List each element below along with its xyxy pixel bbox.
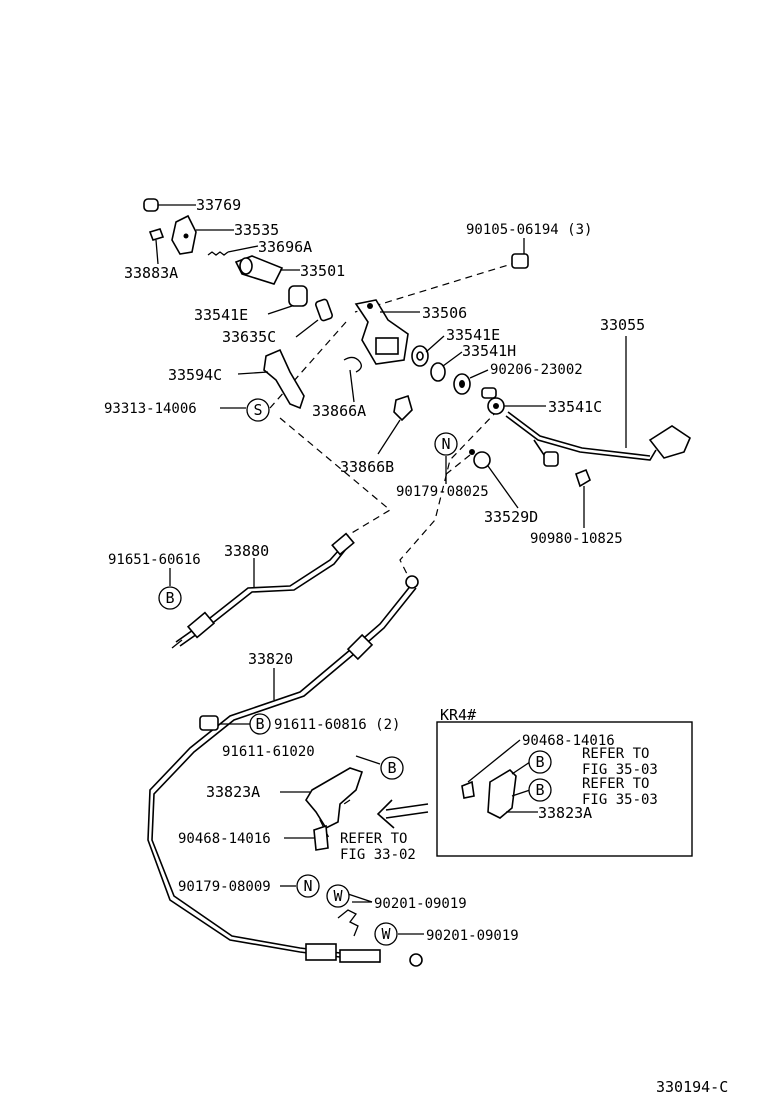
label-91651-60616: 91651-60616 bbox=[108, 552, 201, 568]
label-90179-08025: 90179-08025 bbox=[396, 484, 489, 500]
part-33883A-drawing bbox=[148, 228, 165, 265]
part-33866A-drawing bbox=[343, 356, 362, 403]
symbol-N-2: N bbox=[296, 874, 320, 898]
label-90980-10825: 90980-10825 bbox=[530, 531, 623, 547]
part-90201-drawing bbox=[337, 901, 372, 937]
part-90179-08025-drawing bbox=[469, 449, 475, 455]
label-33866B: 33866B bbox=[340, 458, 394, 476]
part-33594C-drawing bbox=[237, 348, 305, 410]
symbol-W-2: W bbox=[374, 922, 398, 946]
part-33823A-drawing bbox=[280, 767, 364, 830]
label-91611-60816: 91611-60816 (2) bbox=[274, 717, 400, 733]
part-33541E-2-drawing bbox=[411, 335, 445, 367]
label-33866A: 33866A bbox=[312, 402, 366, 420]
symbol-B-inset-1-label: B bbox=[535, 753, 544, 771]
inset-label-90468-14016: 90468-14016 bbox=[522, 733, 615, 749]
label-33594C: 33594C bbox=[168, 366, 222, 384]
symbol-W-1: W bbox=[326, 884, 350, 908]
inset-kr4 bbox=[436, 721, 693, 857]
symbol-S: S bbox=[246, 398, 270, 422]
symbol-B-2-label: B bbox=[255, 715, 264, 733]
symbol-N-1-label: N bbox=[441, 435, 450, 453]
symbol-B-inset-1: B bbox=[528, 750, 552, 774]
inset-refer-to-1: REFER TO bbox=[582, 746, 649, 762]
part-33541H-drawing bbox=[430, 351, 463, 382]
symbol-S-label: S bbox=[253, 401, 262, 419]
part-33529D-drawing bbox=[473, 451, 519, 509]
symbol-B-3-label: B bbox=[387, 759, 396, 777]
label-33696A: 33696A bbox=[258, 238, 312, 256]
label-90201-09019-a: 90201-09019 bbox=[374, 896, 467, 912]
label-33501: 33501 bbox=[300, 262, 345, 280]
label-33535: 33535 bbox=[234, 221, 279, 239]
symbol-N-1: N bbox=[434, 432, 458, 456]
inset-fig-35-03-1: FIG 35-03 bbox=[582, 762, 658, 778]
label-33823A: 33823A bbox=[206, 783, 260, 801]
fig-33-02-label: FIG 33-02 bbox=[340, 847, 416, 863]
symbol-B-3: B bbox=[380, 756, 404, 780]
refer-to-label: REFER TO bbox=[340, 831, 407, 847]
part-90980-drawing bbox=[575, 468, 591, 528]
label-91611-61020: 91611-61020 bbox=[222, 744, 315, 760]
label-33541H: 33541H bbox=[462, 342, 516, 360]
label-90468-14016: 90468-14016 bbox=[178, 831, 271, 847]
label-90201-09019-b: 90201-09019 bbox=[426, 928, 519, 944]
symbol-N-2-label: N bbox=[303, 877, 312, 895]
part-33696A-drawing bbox=[207, 245, 259, 256]
inset-label-33823A: 33823A bbox=[538, 804, 592, 822]
part-90105-drawing bbox=[511, 238, 529, 269]
label-93313-14006: 93313-14006 bbox=[104, 401, 197, 417]
leader-90201-a bbox=[347, 893, 373, 903]
part-90206-drawing bbox=[453, 369, 489, 395]
part-33535-drawing bbox=[171, 214, 234, 255]
label-33506: 33506 bbox=[422, 304, 467, 322]
label-33769: 33769 bbox=[196, 196, 241, 214]
label-33635C: 33635C bbox=[222, 328, 276, 346]
label-33529D: 33529D bbox=[484, 508, 538, 526]
part-33541C-drawing bbox=[481, 387, 546, 415]
symbol-W-2-label: W bbox=[381, 925, 391, 943]
part-33541E-drawing bbox=[267, 285, 308, 315]
label-33541E: 33541E bbox=[194, 306, 248, 324]
label-33880: 33880 bbox=[224, 542, 269, 560]
label-33883A: 33883A bbox=[124, 264, 178, 282]
part-33635C-drawing bbox=[295, 298, 334, 338]
symbol-B-2: B bbox=[249, 713, 271, 735]
arrow-to-inset bbox=[376, 799, 429, 829]
symbol-B-1-label: B bbox=[165, 589, 174, 607]
part-33866B-drawing bbox=[377, 394, 413, 455]
label-33055: 33055 bbox=[600, 316, 645, 334]
part-90468-drawing bbox=[284, 824, 329, 851]
symbol-B-1: B bbox=[158, 586, 182, 610]
inset-fig-35-03-2: FIG 35-03 bbox=[582, 792, 658, 808]
part-33501-drawing bbox=[234, 255, 300, 285]
figure-id: 330194-C bbox=[656, 1078, 728, 1096]
symbol-B-inset-2: B bbox=[528, 778, 552, 802]
label-90105-06194: 90105-06194 (3) bbox=[466, 222, 592, 238]
leader-91611-61020 bbox=[355, 755, 381, 765]
part-33506-drawing bbox=[354, 299, 420, 365]
label-33541C: 33541C bbox=[548, 398, 602, 416]
label-33541E-2: 33541E bbox=[446, 326, 500, 344]
label-90179-08009: 90179-08009 bbox=[178, 879, 271, 895]
part-33820-cable-drawing bbox=[147, 575, 423, 967]
inset-title: KR4# bbox=[440, 706, 476, 724]
label-90206-23002: 90206-23002 bbox=[490, 362, 583, 378]
label-33820: 33820 bbox=[248, 650, 293, 668]
part-33880-cable-drawing bbox=[171, 532, 355, 649]
symbol-W-1-label: W bbox=[333, 887, 343, 905]
inset-refer-to-2: REFER TO bbox=[582, 776, 649, 792]
part-33769-drawing bbox=[143, 198, 196, 212]
part-33055-lever-drawing bbox=[505, 336, 691, 467]
symbol-B-inset-2-label: B bbox=[535, 781, 544, 799]
